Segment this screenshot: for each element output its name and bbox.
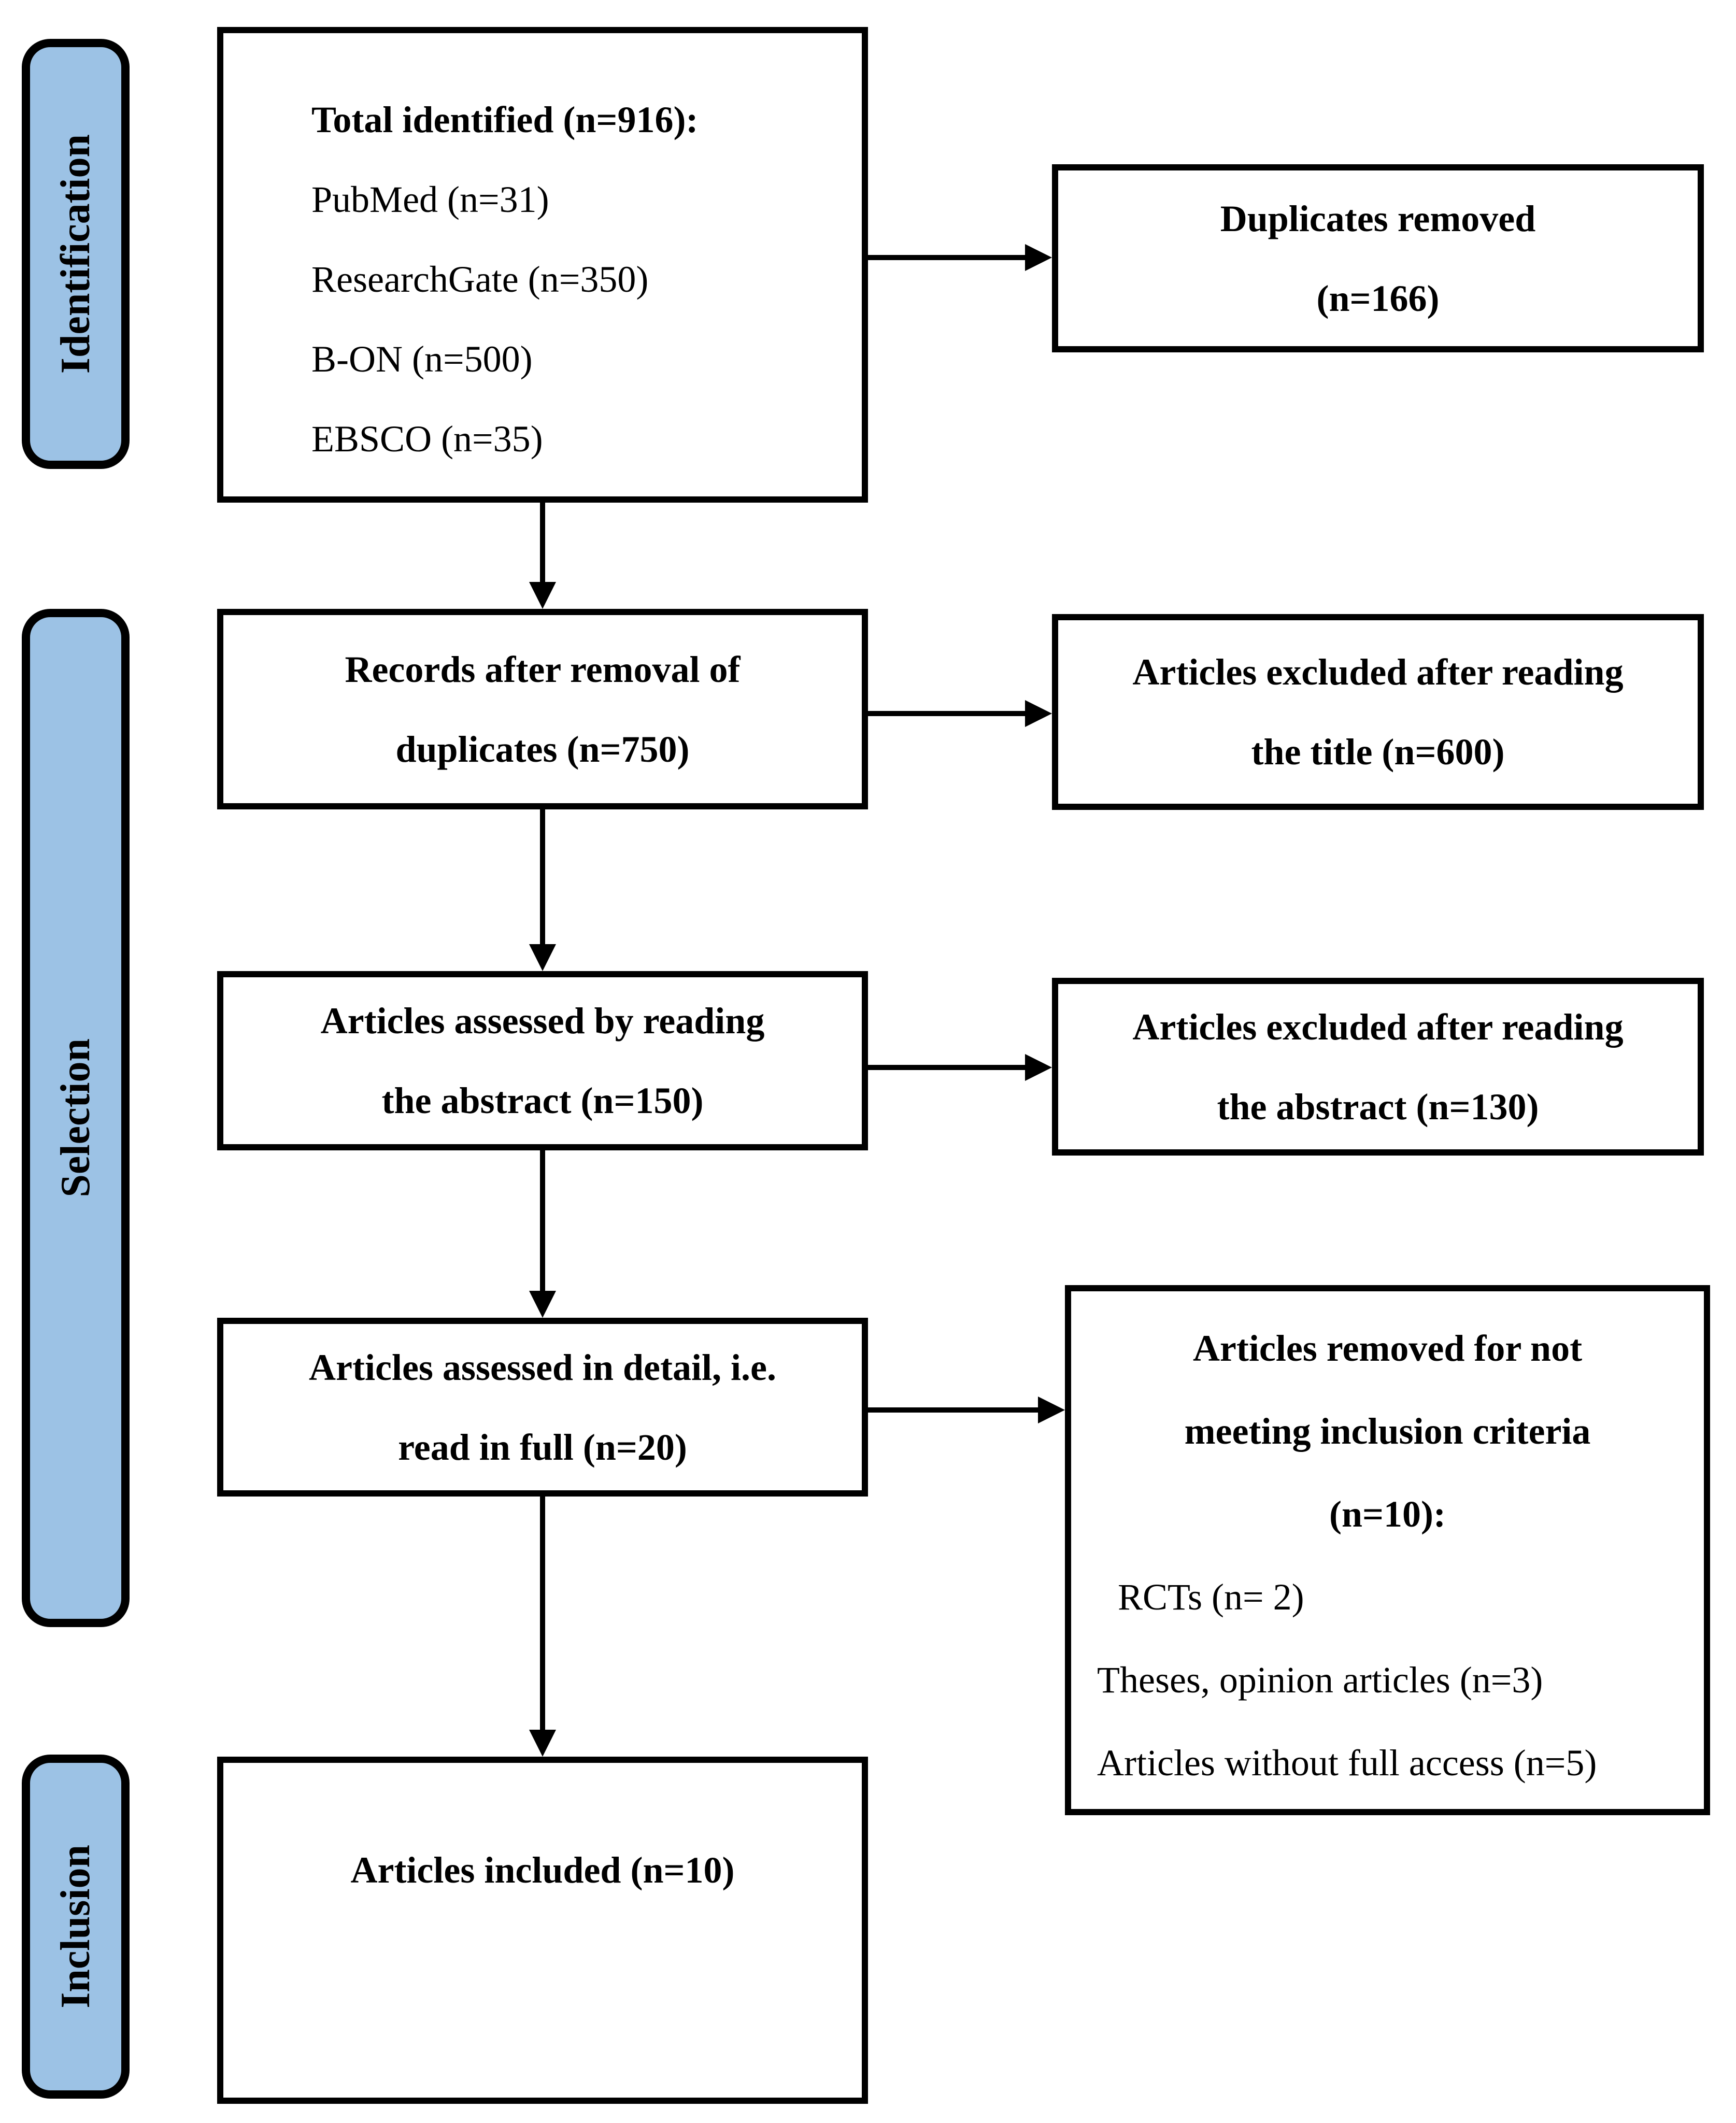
duplicates-removed-line1: Duplicates removed <box>1220 197 1536 239</box>
assessed-full-line2: read in full (n=20) <box>398 1426 687 1468</box>
source-ebsco: EBSCO (n=35) <box>311 418 543 460</box>
right-arrow-to-removed-criteria <box>868 1407 1038 1413</box>
source-pubmed: PubMed (n=31) <box>311 179 549 220</box>
criteria-reason-theses: Theses, opinion articles (n=3) <box>1097 1659 1543 1701</box>
stage-identification-label: Identification <box>52 134 98 374</box>
articles-included-line: Articles included (n=10) <box>350 1849 735 1891</box>
assessed-full-line1: Articles assessed in detail, i.e. <box>309 1346 776 1388</box>
stage-inclusion: Inclusion <box>22 1755 130 2099</box>
box-duplicates-removed: Duplicates removed (n=166) <box>1052 164 1704 352</box>
excluded-abstract-line2: the abstract (n=130) <box>1217 1086 1539 1128</box>
box-excluded-abstract: Articles excluded after reading the abst… <box>1052 978 1704 1156</box>
excluded-abstract-line1: Articles excluded after reading <box>1132 1006 1624 1048</box>
down-arrow-full-to-included <box>540 1497 545 1730</box>
stage-selection: Selection <box>22 609 130 1627</box>
right-arrow-to-duplicates-removed <box>868 255 1025 260</box>
removed-criteria-line1: Articles removed for not <box>1192 1328 1583 1369</box>
records-after-duplicates-line1: Records after removal of <box>345 648 741 690</box>
box-total-identified: Total identified (n=916): PubMed (n=31) … <box>217 27 868 503</box>
source-bon: B-ON (n=500) <box>311 338 533 380</box>
down-arrow-abstract-to-full <box>540 1150 545 1291</box>
right-arrow-to-excluded-abstract <box>868 1065 1025 1070</box>
down-arrow-records-to-abstract <box>540 809 545 944</box>
total-identified-title: Total identified (n=916): <box>311 99 699 140</box>
stage-inclusion-label: Inclusion <box>52 1845 98 2008</box>
removed-criteria-line2: meeting inclusion criteria <box>1184 1410 1591 1452</box>
box-assessed-full: Articles assessed in detail, i.e. read i… <box>217 1318 868 1497</box>
box-assessed-abstract: Articles assessed by reading the abstrac… <box>217 971 868 1150</box>
records-after-duplicates-line2: duplicates (n=750) <box>395 728 690 770</box>
excluded-title-line1: Articles excluded after reading <box>1132 651 1624 693</box>
stage-selection-label: Selection <box>52 1038 98 1198</box>
duplicates-removed-line2: (n=166) <box>1316 277 1440 319</box>
box-removed-criteria: Articles removed for not meeting inclusi… <box>1065 1285 1710 1815</box>
excluded-title-line2: the title (n=600) <box>1251 731 1505 773</box>
stage-identification: Identification <box>22 39 130 469</box>
removed-criteria-line3: (n=10): <box>1329 1493 1446 1535</box>
box-excluded-title: Articles excluded after reading the titl… <box>1052 614 1704 810</box>
assessed-abstract-line1: Articles assessed by reading <box>320 1000 765 1042</box>
down-arrow-identified-to-records <box>540 503 545 582</box>
box-records-after-duplicates: Records after removal of duplicates (n=7… <box>217 609 868 809</box>
assessed-abstract-line2: the abstract (n=150) <box>381 1080 704 1121</box>
criteria-reason-no-access: Articles without full access (n=5) <box>1097 1742 1597 1784</box>
right-arrow-to-excluded-title <box>868 711 1025 716</box>
criteria-reason-rcts: RCTs (n= 2) <box>1118 1576 1304 1618</box>
source-researchgate: ResearchGate (n=350) <box>311 259 649 300</box>
box-articles-included: Articles included (n=10) <box>217 1757 868 2104</box>
